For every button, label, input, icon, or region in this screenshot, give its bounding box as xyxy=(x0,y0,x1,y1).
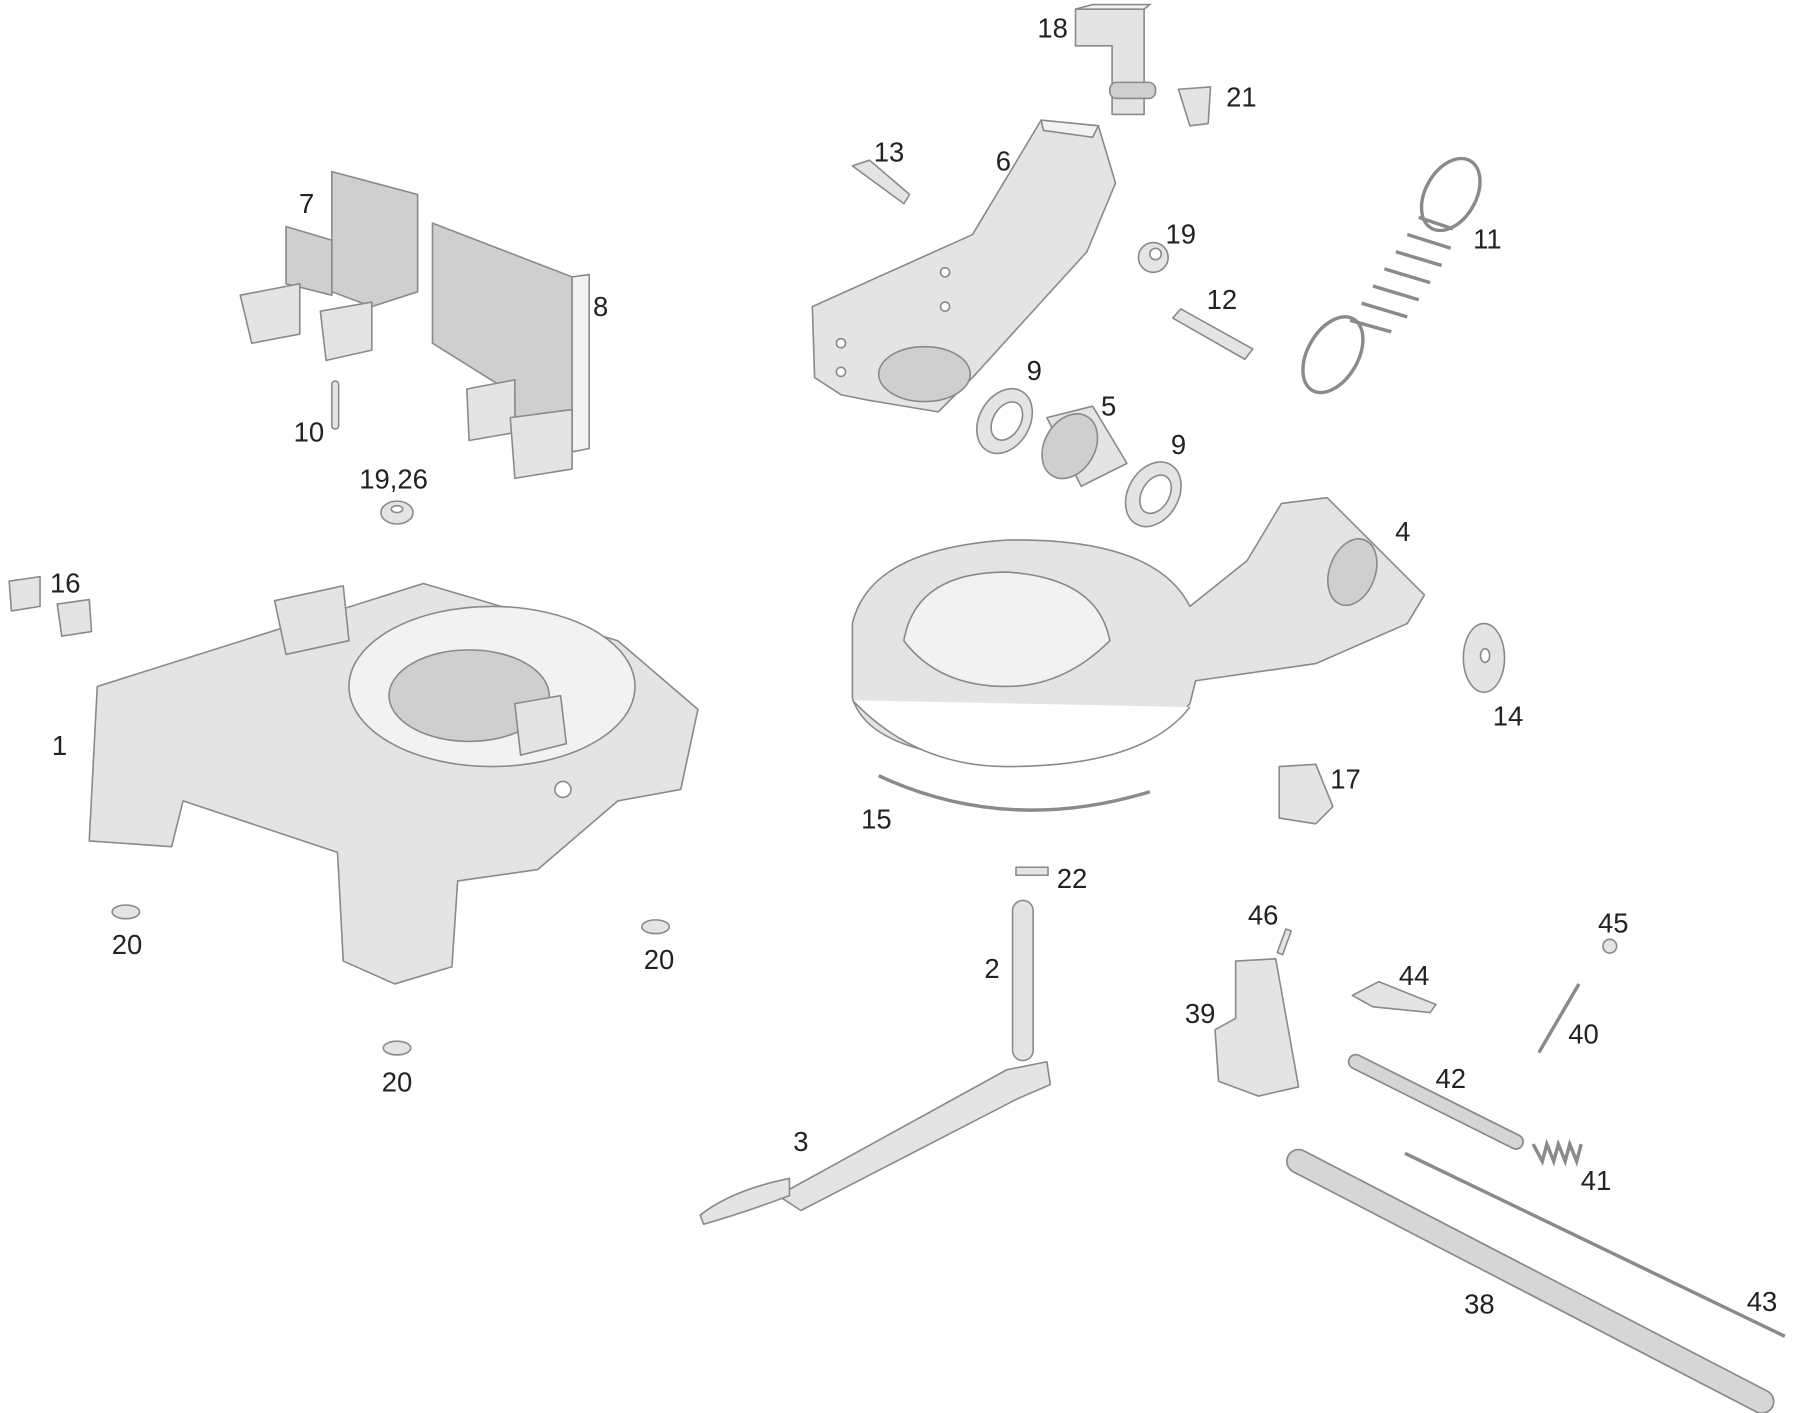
part-label-14: 14 xyxy=(1493,700,1524,731)
part-1-base xyxy=(88,582,699,985)
part-label-6: 6 xyxy=(996,145,1011,176)
part-label-20: 20 xyxy=(644,944,675,975)
part-label-46: 46 xyxy=(1248,899,1279,930)
part-40-rod xyxy=(1537,983,1581,1054)
part-43-wire xyxy=(1404,1151,1786,1338)
part-label-43: 43 xyxy=(1747,1286,1778,1317)
part-13-plate xyxy=(851,159,911,205)
part-45-ball xyxy=(1602,938,1618,954)
part-19-26-nut xyxy=(380,500,414,525)
part-21-block xyxy=(1177,86,1212,127)
part-14-washer xyxy=(1462,622,1506,693)
part-16-blocks xyxy=(8,575,93,637)
part-17-block xyxy=(1278,763,1334,825)
part-label-5: 5 xyxy=(1101,390,1116,421)
part-label-9: 9 xyxy=(1027,355,1042,386)
part-label-1: 1 xyxy=(52,730,67,761)
part-label-42: 42 xyxy=(1435,1063,1466,1094)
part-label-15: 15 xyxy=(861,803,892,834)
part-15-strip xyxy=(877,774,1151,812)
part-6-arm xyxy=(811,119,1117,413)
part-label-41: 41 xyxy=(1581,1165,1612,1196)
part-label-8: 8 xyxy=(593,291,608,322)
part-label-13: 13 xyxy=(874,136,905,167)
part-10-pin xyxy=(330,380,340,430)
part-label-39: 39 xyxy=(1185,998,1216,1029)
part-label-19: 19 xyxy=(1165,219,1196,250)
part-11-spring xyxy=(1301,156,1482,395)
part-9-bearing xyxy=(976,387,1034,455)
part-label-40: 40 xyxy=(1568,1018,1599,1049)
part-label-10: 10 xyxy=(294,417,325,448)
part-label-38: 38 xyxy=(1464,1288,1495,1319)
part-label-2: 2 xyxy=(984,953,999,984)
part-20-washer xyxy=(111,904,671,1056)
part-label-16: 16 xyxy=(50,568,81,599)
part-7-plate xyxy=(239,170,419,362)
part-4-bending-head xyxy=(851,496,1426,768)
part-label-20: 20 xyxy=(382,1066,413,1097)
part-label-4: 4 xyxy=(1395,516,1410,547)
part-38-bar-fill xyxy=(1287,1150,1773,1413)
part-44-handle xyxy=(1351,980,1437,1014)
part-label-17: 17 xyxy=(1330,763,1361,794)
part-label-19-26: 19,26 xyxy=(359,464,428,495)
part-label-9: 9 xyxy=(1171,429,1186,460)
part-42-rod-fill xyxy=(1349,1055,1523,1149)
part-3-lever xyxy=(699,1060,1052,1226)
part-2-pin xyxy=(1011,899,1034,1062)
part-label-20: 20 xyxy=(112,929,143,960)
part-22-key xyxy=(1015,866,1049,877)
part-9-bearing xyxy=(1124,461,1182,528)
part-18-bracket xyxy=(1074,3,1157,116)
part-label-11: 11 xyxy=(1473,223,1501,254)
part-label-7: 7 xyxy=(299,188,314,219)
part-46-pin xyxy=(1276,928,1293,956)
part-label-18: 18 xyxy=(1037,13,1068,44)
part-19-nut xyxy=(1137,241,1169,274)
part-41-spring xyxy=(1531,1138,1583,1167)
part-39-bracket xyxy=(1214,957,1300,1097)
part-label-3: 3 xyxy=(793,1126,808,1157)
part-label-21: 21 xyxy=(1226,81,1257,112)
part-label-12: 12 xyxy=(1207,284,1238,315)
part-5-sleeve xyxy=(1041,405,1128,488)
part-label-22: 22 xyxy=(1057,863,1088,894)
part-label-45: 45 xyxy=(1598,907,1629,938)
part-label-44: 44 xyxy=(1399,960,1430,991)
part-12-shaft xyxy=(1171,308,1254,361)
part-8-plate xyxy=(431,221,591,480)
